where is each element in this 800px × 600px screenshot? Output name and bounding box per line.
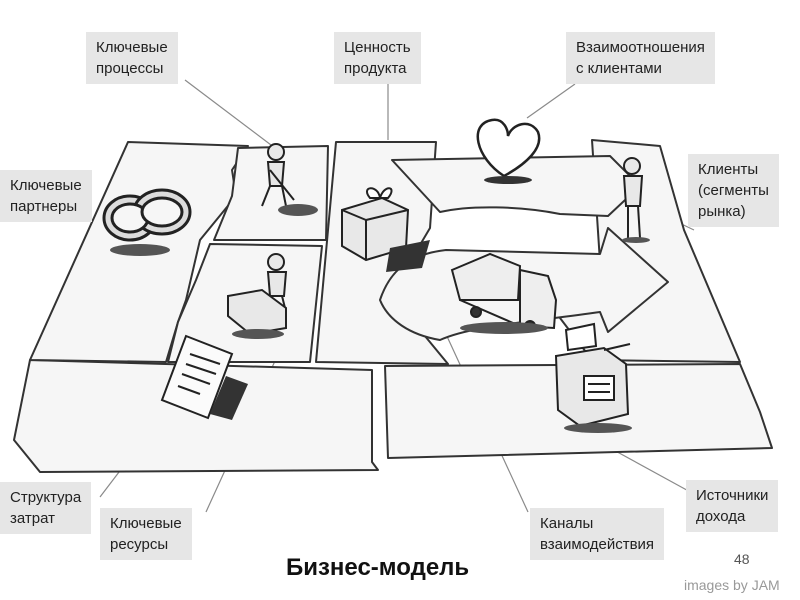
- image-credit: images by JAM: [684, 577, 780, 593]
- leader-customer-relationships: [527, 84, 575, 118]
- page-number: 48: [734, 551, 750, 567]
- label-revenue-streams: Источники дохода: [686, 480, 778, 532]
- leader-key-processes: [185, 80, 275, 148]
- label-customer-segments: Клиенты (сегменты рынка): [688, 154, 779, 227]
- label-cost-structure: Структура затрат: [0, 482, 91, 534]
- label-value-proposition: Ценность продукта: [334, 32, 421, 84]
- label-key-processes: Ключевые процессы: [86, 32, 178, 84]
- label-key-partners: Ключевые партнеры: [0, 170, 92, 222]
- page-title: Бизнес-модель: [286, 554, 469, 582]
- label-key-resources: Ключевые ресурсы: [100, 508, 192, 560]
- label-channels: Каналы взаимодействия: [530, 508, 664, 560]
- label-customer-relationships: Взаимоотношения с клиентами: [566, 32, 715, 84]
- leader-revenue-streams: [610, 448, 694, 494]
